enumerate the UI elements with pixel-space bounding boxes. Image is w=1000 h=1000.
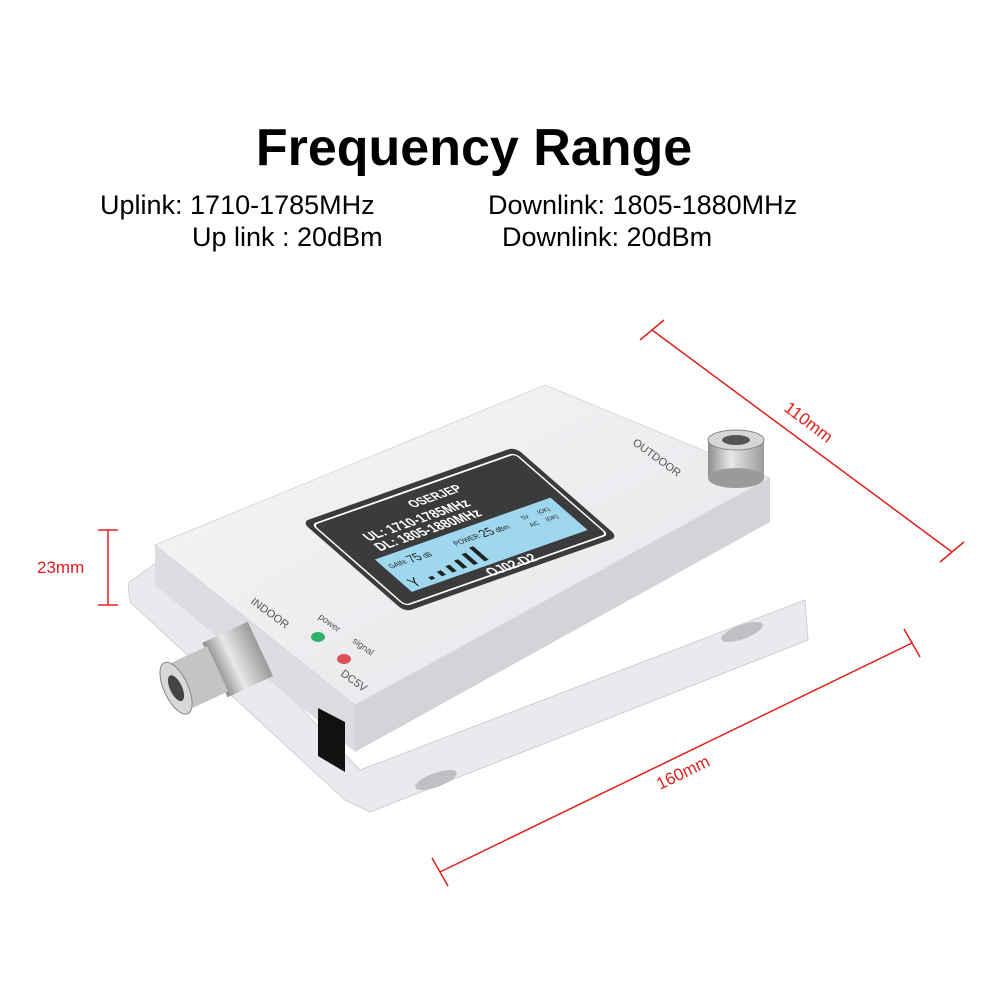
downlink-power: Downlink: 20dBm — [502, 222, 713, 252]
box-front-side — [355, 478, 770, 752]
uplink-power: Up link : 20dBm — [192, 222, 383, 252]
label-5v: 5V — [519, 514, 532, 522]
mount-hole — [415, 770, 457, 790]
signal-led — [337, 654, 351, 664]
label-ok-1: (OK) — [535, 507, 552, 516]
signal-bar — [453, 559, 468, 569]
signal-bar — [428, 575, 436, 581]
dimension-width — [639, 319, 965, 563]
power-led — [311, 632, 325, 642]
signal-bar — [461, 552, 479, 566]
dimension-length — [431, 628, 921, 887]
outdoor-n-connector — [707, 429, 765, 488]
lcd-screen — [374, 497, 588, 592]
length-label: 160mm — [653, 752, 712, 794]
power-unit: dBm — [492, 523, 513, 534]
label-alc: AlC — [528, 520, 543, 528]
signal-bar — [445, 564, 457, 573]
uplink-frequency: Uplink: 1710-1785MHz — [100, 190, 375, 220]
width-label: 110mm — [781, 398, 837, 447]
height-label: 23mm — [37, 558, 84, 577]
indoor-n-connector — [159, 621, 273, 715]
front-label: OSERJEP UL: 1710-1785MHz DL: 1805-1880MH… — [305, 448, 615, 611]
dimension-height — [98, 529, 118, 606]
mount-hole — [721, 622, 763, 642]
downlink-frequency: Downlink: 1805-1880MHz — [488, 190, 798, 220]
label-ok-2: (OK) — [544, 514, 561, 523]
signal-bar — [468, 546, 489, 562]
gain-unit: dB — [420, 550, 435, 559]
signal-bar — [436, 570, 447, 577]
page-title: Frequency Range — [255, 119, 693, 177]
dc-power-jack — [318, 708, 345, 772]
